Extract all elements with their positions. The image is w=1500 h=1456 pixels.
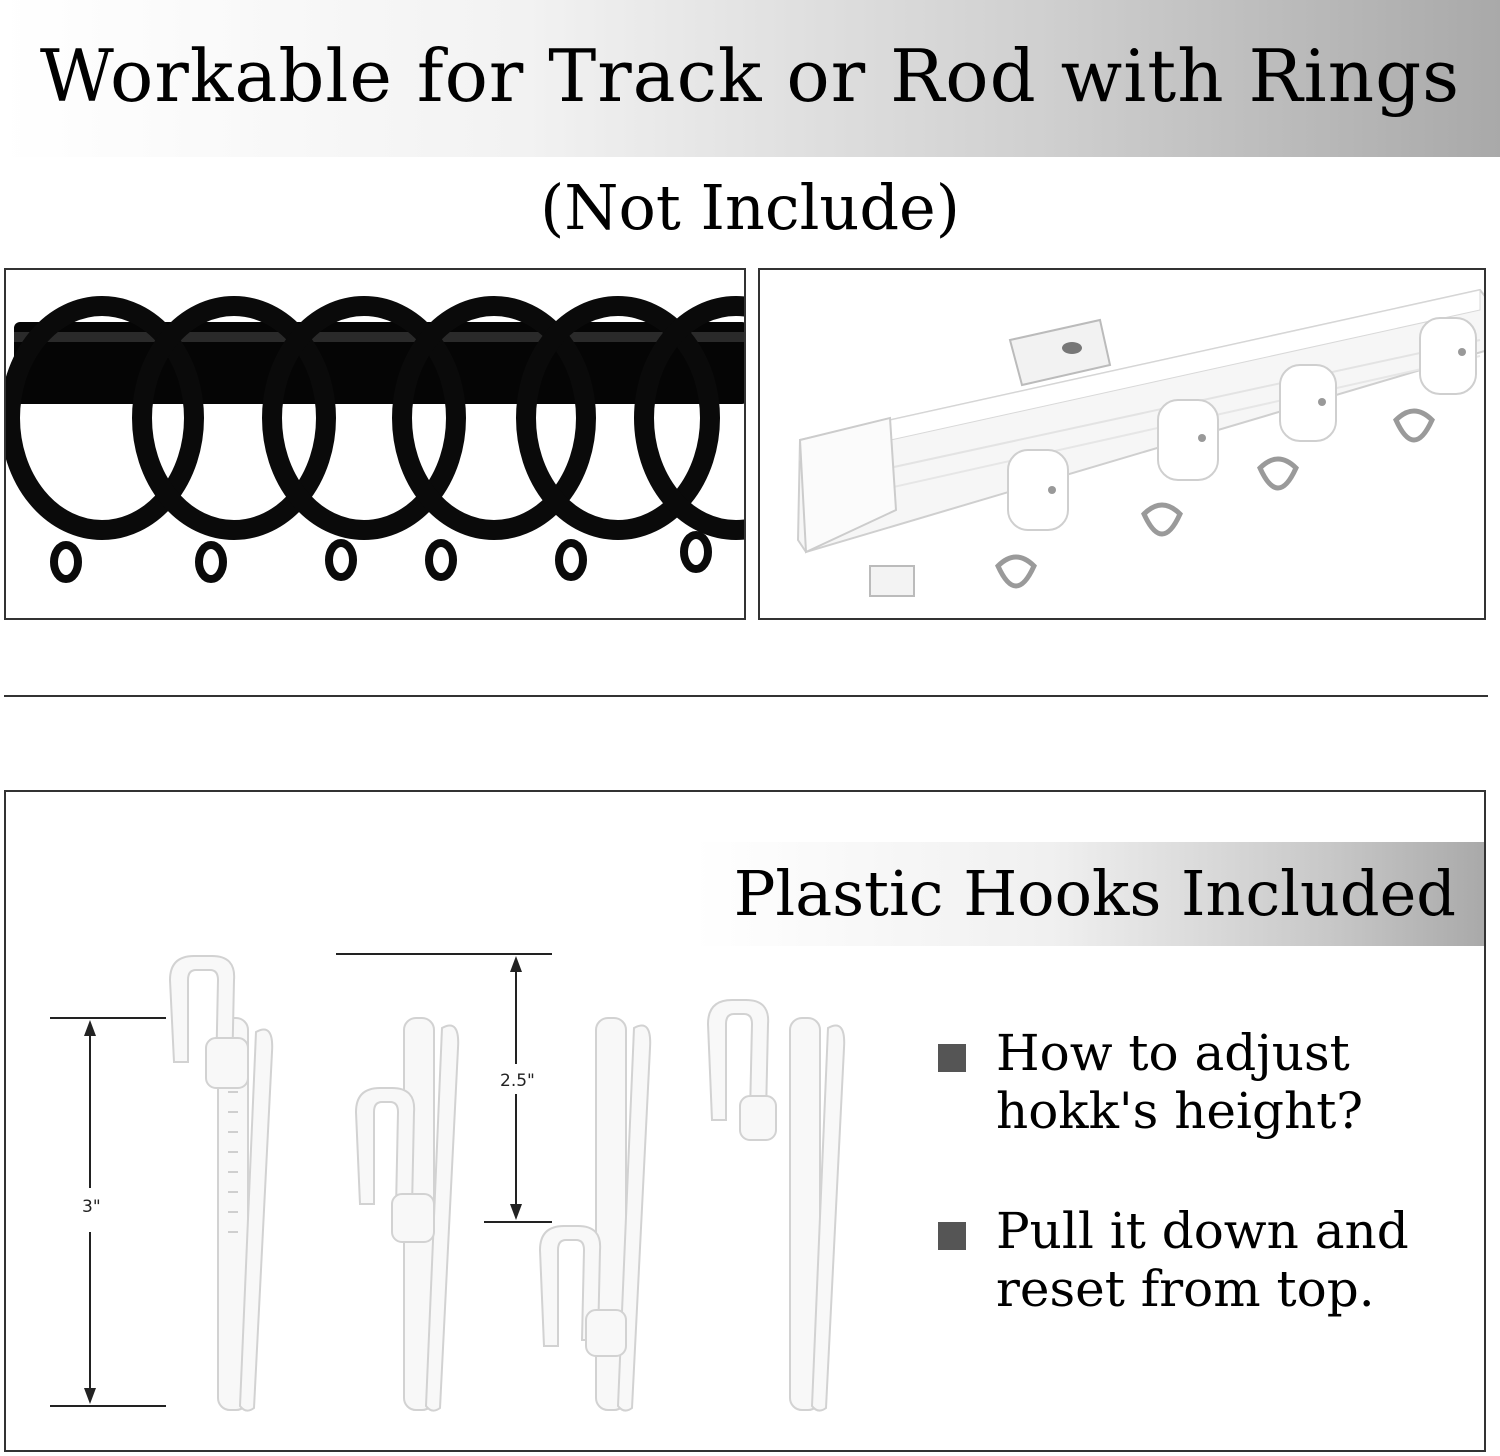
bullet-text: How to adjust hokk's height? [996,1024,1364,1140]
ceiling-track-gliders-icon [796,288,1484,597]
rod-rings-image [4,268,746,620]
dimension-3in: 3" [82,1197,101,1217]
pleat-hook-icon: 3" 2.5" [50,953,846,1412]
bullet-pull-reset: Pull it down and reset from top. [938,1202,1458,1318]
curtain-rod-rings-icon [6,296,744,583]
bullet-adjust-height: How to adjust hokk's height? [938,1024,1458,1140]
hooks-title: Plastic Hooks Included [733,857,1456,930]
hooks-panel: Plastic Hooks Included 3" 2.5" [4,790,1486,1452]
bullet-text: Pull it down and reset from top. [996,1202,1409,1318]
hooks-banner: Plastic Hooks Included [694,842,1484,946]
header-banner [0,0,1500,157]
square-bullet-icon [938,1044,966,1072]
ceiling-track-image [758,268,1486,620]
square-bullet-icon [938,1222,966,1250]
dimension-2-5in: 2.5" [500,1071,535,1091]
page-title: Workable for Track or Rod with Rings [39,34,1461,118]
section-divider [4,695,1488,697]
page-subtitle: (Not Include) [540,171,960,244]
